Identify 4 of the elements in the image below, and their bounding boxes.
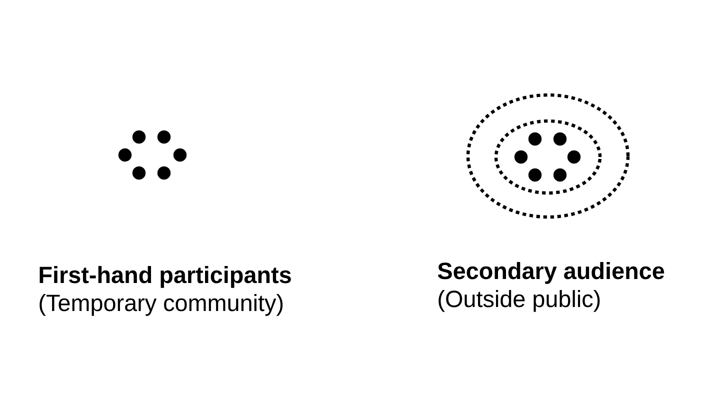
group-title: First-hand participants bbox=[40, 266, 291, 288]
group-title: Secondary audience bbox=[438, 262, 664, 284]
group-subtitle: (Temporary community) bbox=[40, 294, 283, 316]
group-subtitle: (Outside public) bbox=[438, 290, 600, 312]
